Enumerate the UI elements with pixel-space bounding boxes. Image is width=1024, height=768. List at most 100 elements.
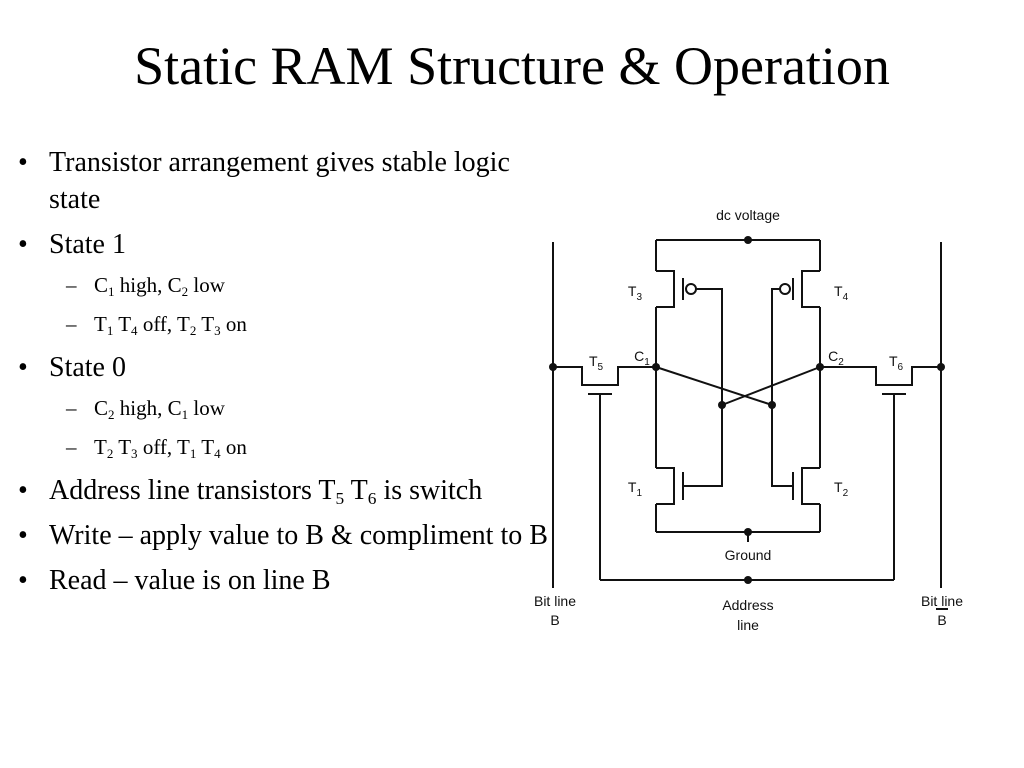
bullet-text: Read – value is on line B <box>49 565 331 596</box>
text-run: low <box>188 273 225 297</box>
slide-title: Static RAM Structure & Operation <box>134 36 890 96</box>
bullet-text: Write – apply value to B & compliment to… <box>49 520 548 551</box>
circuit-svg: dc voltage Ground Address line Bit line … <box>534 207 963 633</box>
text-run: T <box>196 435 215 459</box>
bullet-marker: • <box>18 229 28 260</box>
subbullet-marker: – <box>66 435 77 459</box>
address-line-label-2: line <box>737 617 759 633</box>
t1-label: T1 <box>628 479 643 499</box>
text-run: C <box>94 396 109 420</box>
text-run: on <box>220 435 247 459</box>
c1-label: C1 <box>634 348 650 368</box>
bullet-read: • Read – value is on line B <box>18 562 548 599</box>
t1-channel <box>656 467 675 505</box>
bullet-text: State 0 <box>49 352 126 383</box>
t4-label: T4 <box>834 283 849 303</box>
subscript: 4 <box>131 322 138 338</box>
t2-gate-wire <box>771 405 793 487</box>
transistor-t4 <box>771 270 820 405</box>
subscript: 2 <box>189 322 197 338</box>
subbullet-state1-t: – T1 T4 off, T2 T3 on <box>18 310 548 338</box>
bullet-marker: • <box>18 475 28 506</box>
subbullet-marker: – <box>66 312 77 336</box>
text-run: on <box>220 312 247 336</box>
bullet-marker: • <box>18 147 28 178</box>
bullet-address-line: • Address line transistors T5 T6 is swit… <box>18 472 548 509</box>
dc-voltage-label: dc voltage <box>716 207 780 223</box>
t4-gate-wire <box>771 288 780 405</box>
subscript: 2 <box>108 406 115 422</box>
text-run: high, C <box>114 396 182 420</box>
bullet-state-0: • State 0 <box>18 349 548 386</box>
bullet-text: State 1 <box>49 229 126 260</box>
t1-gate-wire <box>683 405 723 487</box>
subscript: 1 <box>106 322 114 338</box>
text-run: off, T <box>137 312 190 336</box>
address-line-label: Address <box>722 597 773 613</box>
subscript: 5 <box>335 489 345 509</box>
t3-gate-bubble <box>685 283 697 295</box>
subscript: 6 <box>367 489 377 509</box>
bullet-list: • Transistor arrangement gives stable lo… <box>18 144 548 607</box>
bullet-stable-state: • Transistor arrangement gives stable lo… <box>18 144 548 218</box>
text-run: T <box>94 312 107 336</box>
text-run: low <box>188 396 225 420</box>
text-run: T <box>113 435 132 459</box>
text-run: T <box>113 312 132 336</box>
subscript: 3 <box>214 322 221 338</box>
text-run: T <box>344 475 368 506</box>
t6-channel <box>820 366 941 386</box>
address-node <box>744 576 752 584</box>
cross-wire-c1 <box>655 366 773 406</box>
subbullet-marker: – <box>66 396 77 420</box>
t4-channel <box>801 270 820 308</box>
t3-channel <box>656 270 675 308</box>
t2-channel <box>801 467 820 505</box>
t3-gate-wire <box>696 288 723 405</box>
subscript: 1 <box>181 406 189 422</box>
text-run: C <box>94 273 109 297</box>
transistor-t6 <box>820 363 945 580</box>
subscript: 4 <box>214 445 221 461</box>
text-run: off, T <box>137 435 190 459</box>
bullet-marker: • <box>18 565 28 596</box>
t5-label: T5 <box>589 353 604 373</box>
text-run: high, C <box>114 273 182 297</box>
subscript: 1 <box>108 283 115 299</box>
transistor-t5 <box>549 363 656 580</box>
t4-gate-bubble <box>779 283 791 295</box>
cross-wire-c2 <box>721 366 821 406</box>
text-run: Address line transistors T <box>49 475 336 506</box>
text-run: T <box>94 435 107 459</box>
bit-line-right-label: Bit line <box>921 593 963 609</box>
sram-circuit-diagram: dc voltage Ground Address line Bit line … <box>520 200 1024 650</box>
text-run: is switch <box>376 475 483 506</box>
bullet-text: Transistor arrangement gives stable logi… <box>49 147 510 215</box>
bit-line-left-b: B <box>550 612 559 628</box>
subbullet-marker: – <box>66 273 77 297</box>
t2-label: T2 <box>834 479 849 499</box>
text-run: T <box>196 312 215 336</box>
bullet-state-1: • State 1 <box>18 226 548 263</box>
subbullet-state1-c: – C1 high, C2 low <box>18 271 548 299</box>
t6-label: T6 <box>889 353 904 373</box>
vdd-node <box>744 236 752 244</box>
transistor-t2 <box>771 405 820 505</box>
subscript: 3 <box>131 445 138 461</box>
subbullet-state0-c: – C2 high, C1 low <box>18 394 548 422</box>
t3-label: T3 <box>628 283 643 303</box>
t5-channel <box>553 366 656 386</box>
bullet-marker: • <box>18 520 28 551</box>
c2-label: C2 <box>828 348 844 368</box>
subscript: 2 <box>181 283 189 299</box>
bit-line-right-b: B <box>937 612 946 628</box>
bullet-write: • Write – apply value to B & compliment … <box>18 517 548 554</box>
subscript: 2 <box>106 445 114 461</box>
bit-line-left-label: Bit line <box>534 593 576 609</box>
transistor-t3 <box>656 270 723 405</box>
ground-label: Ground <box>725 547 772 563</box>
transistor-t1 <box>656 405 723 505</box>
bullet-marker: • <box>18 352 28 383</box>
subscript: 1 <box>189 445 197 461</box>
subbullet-state0-t: – T2 T3 off, T1 T4 on <box>18 433 548 461</box>
